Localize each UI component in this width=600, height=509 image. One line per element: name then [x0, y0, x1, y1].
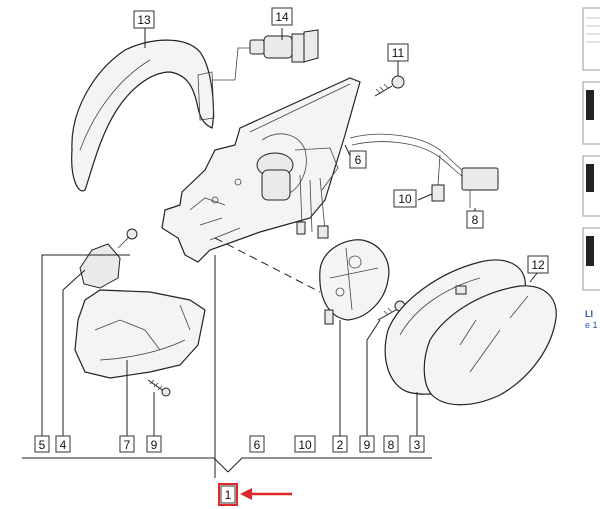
- callout-6-top-label: 6: [355, 153, 362, 167]
- bottom-callout-4: 4: [60, 438, 67, 452]
- bottom-callout-8: 8: [388, 438, 395, 452]
- callout-13-label: 13: [137, 13, 151, 27]
- bulb-socket-drawing: [212, 29, 319, 81]
- bottom-callout-3: 3: [414, 438, 421, 452]
- adjustment-motor-drawing: [79, 228, 138, 289]
- callout-10-top-label: 10: [398, 192, 412, 206]
- assembly-dash-line: [214, 237, 321, 293]
- mirror-housing-frame-drawing: [161, 77, 361, 263]
- bottom-callout-9a: 9: [151, 438, 158, 452]
- assembly-highlight-box: [218, 483, 238, 506]
- callout-12: 12: [527, 255, 549, 274]
- bottom-callout-2: 2: [337, 438, 344, 452]
- assembly-number-label: 1: [225, 488, 232, 502]
- bottom-callout-5: 5: [39, 438, 46, 452]
- screw-9-lower-drawing: [147, 379, 171, 397]
- side-sub-text: e 1: [585, 320, 598, 330]
- thumbnail-1[interactable]: [582, 7, 600, 71]
- assembly-callout-1: 1: [218, 483, 238, 506]
- lower-cover-drawing: [74, 289, 206, 379]
- callout-10-top: 10: [393, 189, 417, 208]
- screw-11-drawing: [374, 75, 405, 97]
- side-thumbnail-panel: LI e 1: [582, 7, 600, 330]
- mirror-glass-assembly-drawing: [384, 259, 557, 406]
- red-arrow-icon: [240, 488, 292, 500]
- callout-14-label: 14: [275, 10, 289, 24]
- callout-13: 13: [133, 10, 155, 29]
- callout-14: 14: [271, 7, 293, 26]
- adjustment-unit-drawing: [319, 239, 390, 325]
- bottom-callout-9b: 9: [364, 438, 371, 452]
- callout-11-label: 11: [392, 46, 405, 60]
- callout-12-label: 12: [531, 258, 545, 272]
- callout-11: 11: [387, 43, 409, 62]
- bottom-callout-7: 7: [124, 438, 131, 452]
- bottom-callout-10: 10: [298, 438, 312, 452]
- callout-8-top-label: 8: [472, 213, 479, 227]
- leader-lines-bottom: [22, 254, 432, 478]
- cable-harness-drawing: [349, 133, 499, 208]
- mirror-cover-cap-drawing: [71, 39, 215, 192]
- callout-8-top: 8: [466, 210, 484, 229]
- callout-6-top: 6: [349, 150, 367, 169]
- bottom-callout-row: 5 4 7 9 6 10 2 9 8 3: [34, 435, 425, 453]
- side-link-text[interactable]: LI: [585, 309, 593, 319]
- bottom-callout-6: 6: [254, 438, 261, 452]
